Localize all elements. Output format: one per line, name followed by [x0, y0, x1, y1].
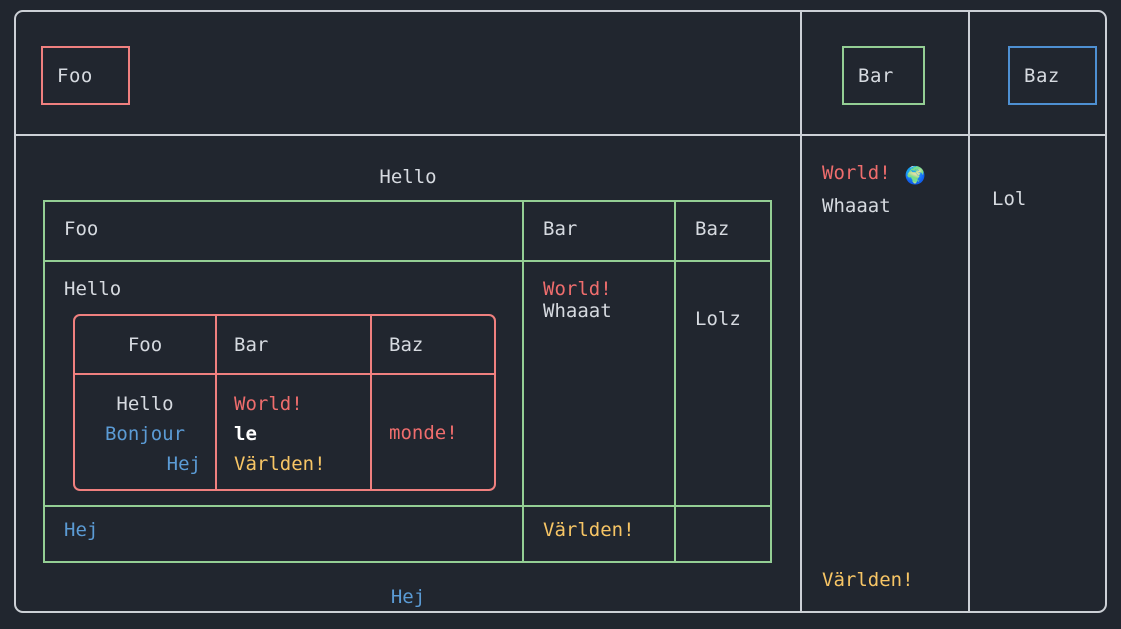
outer-header-cell-foo: Foo [16, 12, 800, 134]
inner-bar-line-varlden: Världen! [234, 453, 326, 475]
inner-foo-line-bonjour: Bonjour [104, 423, 186, 445]
middle-table-block: Hello Foo Bar Baz Hello [16, 136, 800, 613]
inner-body-cell-bar: World! le Världen! [215, 375, 370, 491]
outer-body-cell-baz: Lol [968, 136, 1109, 613]
outer-bar-line-world: World! [822, 162, 891, 184]
middle-body-hello-label: Hello [64, 278, 122, 300]
outer-table-header-row: Foo Bar Baz [16, 12, 1105, 134]
middle-footer-cell-foo: Hej [45, 507, 522, 561]
inner-foo-line-hej: Hej [166, 453, 201, 475]
outer-header-cell-bar: Bar [800, 12, 968, 134]
middle-table-caption-bottom: Hej [390, 586, 426, 608]
outer-header-cell-baz: Baz [968, 12, 1109, 134]
middle-header-cell-baz: Baz [674, 202, 770, 260]
boxed-label-bar: Bar [842, 46, 925, 105]
middle-body-cell-foo: Hello Foo Bar Baz [45, 262, 522, 505]
middle-table: Foo Bar Baz Hello Foo [43, 200, 772, 563]
middle-body-cell-bar: World! Whaaat [522, 262, 674, 505]
inner-table: Foo Bar Baz Hello Bonjour Hej [73, 314, 496, 491]
middle-bar-line-world: World! [543, 278, 612, 300]
outer-baz-label-lol: Lol [992, 188, 1027, 210]
inner-table-header-row: Foo Bar Baz [75, 316, 494, 373]
inner-table-body-row: Hello Bonjour Hej World! le Världen! [75, 373, 494, 491]
outer-table: Foo Bar Baz Hello Foo Bar [14, 10, 1107, 613]
middle-footer-varlden: Världen! [543, 519, 635, 541]
middle-footer-cell-baz [674, 507, 770, 561]
outer-bar-bottom-varlden: Världen! [822, 569, 914, 591]
middle-header-cell-foo: Foo [64, 218, 99, 240]
inner-header-cell-foo: Foo [127, 333, 163, 356]
inner-header-cell-baz: Baz [370, 316, 494, 373]
outer-table-body-row: Hello Foo Bar Baz Hello [16, 134, 1105, 613]
boxed-label-baz: Baz [1008, 46, 1097, 105]
outer-body-cell-nested-table: Hello Foo Bar Baz Hello [16, 136, 800, 613]
outer-body-cell-bar: World! 🌍 Whaaat Världen! [800, 136, 968, 613]
inner-body-cell-foo: Hello Bonjour Hej [75, 375, 215, 491]
inner-header-cell-bar: Bar [215, 316, 370, 373]
boxed-label-foo: Foo [41, 46, 130, 105]
middle-bar-line-whaaat: Whaaat [543, 300, 612, 322]
middle-footer-cell-bar: Världen! [522, 507, 674, 561]
middle-table-footer-row: Hej Världen! [45, 505, 770, 561]
inner-body-cell-baz: monde! [370, 375, 494, 491]
middle-table-caption-top: Hello [379, 166, 437, 188]
middle-body-cell-baz: Lolz [674, 262, 770, 505]
middle-header-cell-bar: Bar [522, 202, 674, 260]
middle-footer-hej: Hej [64, 519, 99, 541]
outer-bar-line-whaaat: Whaaat [822, 195, 891, 217]
middle-table-header-row: Foo Bar Baz [45, 202, 770, 260]
outer-body-bar-content: World! 🌍 Whaaat Världen! [802, 136, 968, 613]
middle-table-body-row: Hello Foo Bar Baz [45, 260, 770, 505]
inner-baz-line-monde: monde! [389, 422, 458, 444]
inner-foo-line-hello: Hello [116, 393, 174, 415]
inner-bar-line-world: World! [234, 393, 303, 415]
globe-earth-icon: 🌍 [904, 166, 926, 186]
inner-bar-line-le: le [234, 423, 257, 445]
